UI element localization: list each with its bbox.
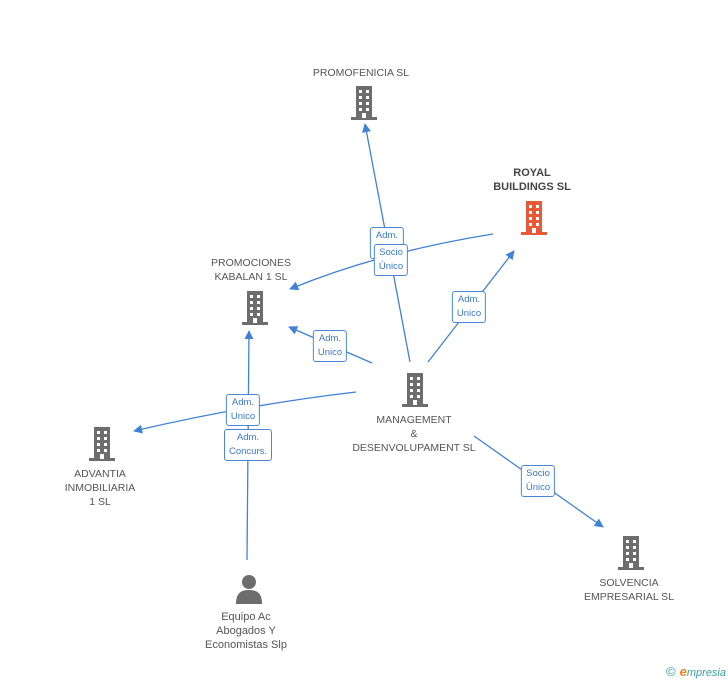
management-building-icon[interactable] [402, 373, 428, 407]
solvencia-label[interactable]: SOLVENCIA EMPRESARIAL SL [583, 577, 675, 603]
edge-label-adm-unico-royal: Adm. Unico [451, 291, 487, 323]
edge-label-socio-unico-solvencia: Socio Único [520, 465, 556, 497]
footer-brand: ©empresia [666, 664, 726, 679]
promofenicia-label[interactable]: PROMOFENICIA SL [312, 67, 410, 79]
advantia-building-icon[interactable] [89, 427, 115, 461]
royal-label[interactable]: ROYAL BUILDINGS SL [493, 167, 571, 193]
copyright-symbol: © [666, 664, 676, 679]
edge-label-adm-concurs: Adm. Concurs. [223, 429, 273, 461]
brand-name: mpresia [686, 667, 726, 679]
solvencia-building-icon[interactable] [618, 536, 644, 570]
promofenicia-building-icon[interactable] [351, 86, 377, 120]
advantia-label[interactable]: ADVANTIA INMOBILIARIA 1 SL [64, 468, 136, 508]
equipo-person-icon[interactable] [236, 575, 262, 604]
edge-label-adm-unico-left: Adm. Unico [225, 394, 261, 426]
equipo-label[interactable]: Equipo Ac Abogados Y Economistas Slp [205, 611, 287, 651]
edge-label-adm-unico-promociones: Adm. Unico [312, 330, 348, 362]
brand-logo-e: e [679, 664, 687, 679]
management-label[interactable]: MANAGEMENT & DESENVOLUPAMENT SL [352, 414, 476, 454]
promociones-building-icon[interactable] [242, 291, 268, 325]
edge-label-socio-unico-top: Socio Único [373, 244, 409, 276]
royal-building-icon[interactable] [521, 201, 547, 235]
promociones-label[interactable]: PROMOCIONES KABALAN 1 SL [211, 257, 291, 283]
